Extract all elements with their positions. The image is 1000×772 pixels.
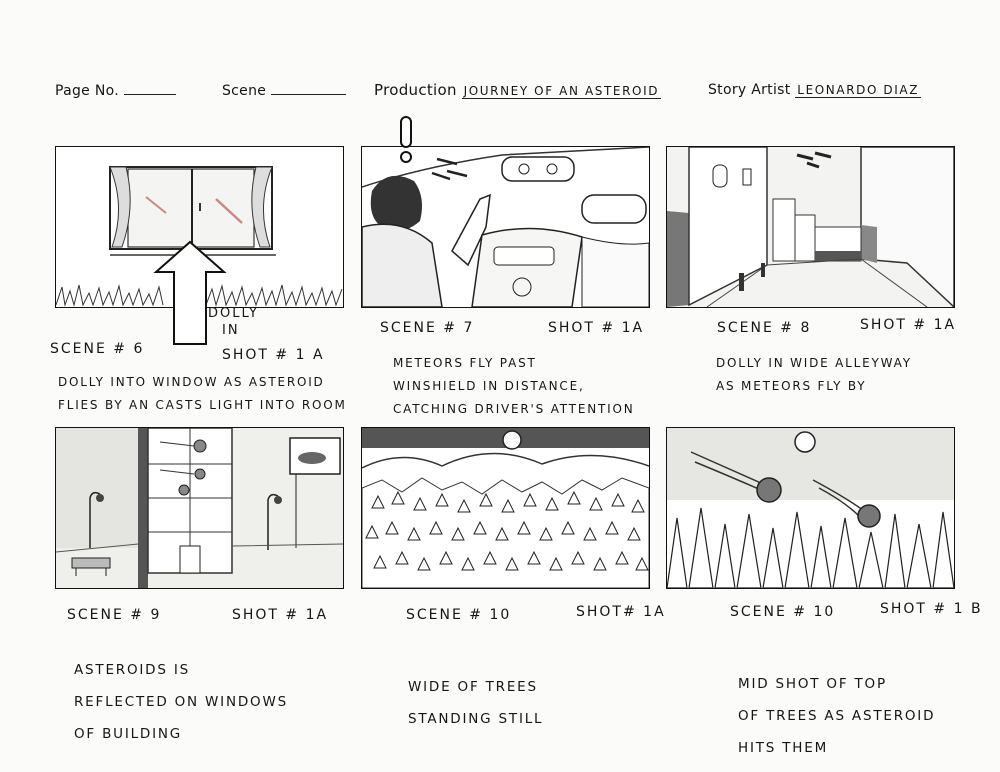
- description-line: as meteors fly by: [716, 379, 867, 393]
- scene-blank: [270, 82, 346, 95]
- story-artist-label: Story Artist: [708, 82, 791, 98]
- scene-label-10b: Scene # 10: [730, 604, 836, 620]
- car-interior-drawing: [362, 147, 649, 307]
- production-label: Production: [374, 81, 457, 99]
- forest-drawing: [362, 428, 649, 588]
- page-number-field: Page No.: [55, 82, 176, 99]
- window-drawing: [56, 166, 343, 307]
- scene-field: Scene: [222, 82, 346, 99]
- description-line: standing still: [408, 711, 544, 727]
- production-field: Production Journey of an Asteroid: [374, 81, 662, 99]
- scene-label-7: Scene # 7: [380, 320, 475, 336]
- description-line: of building: [74, 726, 183, 742]
- story-artist-field: Story Artist Leonardo Diaz: [708, 82, 922, 98]
- scene-label-10a: Scene # 10: [406, 607, 512, 623]
- story-artist-name: Leonardo Diaz: [795, 83, 922, 98]
- description-scene-8: Dolly in wide alleyway as meteors fly by: [716, 352, 912, 398]
- page-number-blank: [123, 82, 176, 95]
- shot-label-10b: Shot # 1 B: [880, 601, 983, 617]
- dolly-note-line: Dolly: [208, 306, 259, 321]
- shot-label-9: Shot # 1A: [232, 607, 329, 623]
- in-note-line: in: [222, 323, 240, 338]
- description-scene-6: Dolly into window as asteroid flies by a…: [58, 371, 347, 417]
- production-title: Journey of an Asteroid: [461, 84, 662, 99]
- storyboard-frame-scene-10-1b: [666, 427, 955, 589]
- scene-label-6: Scene # 6: [50, 341, 145, 357]
- shot-label-8: Shot # 1A: [860, 317, 957, 333]
- storyboard-frame-scene-8: [666, 146, 955, 308]
- description-line: Dolly into window as asteroid: [58, 375, 325, 389]
- building-drawing: [56, 428, 343, 588]
- scene-label-8: Scene # 8: [717, 320, 812, 336]
- description-line: Meteors fly past: [393, 356, 537, 370]
- description-line: hits them: [738, 740, 829, 756]
- description-scene-10a: Wide of trees standing still: [408, 671, 543, 735]
- description-line: Wide of trees: [408, 679, 538, 695]
- exclamation-icon: [400, 116, 412, 163]
- storyboard-frame-scene-10-1a: [361, 427, 650, 589]
- description-line: flies by an casts light into room: [58, 398, 347, 412]
- description-scene-10b: Mid shot of top of trees as asteroid hit…: [738, 668, 935, 764]
- description-line: of trees as asteroid: [738, 708, 936, 724]
- storyboard-frame-scene-7: [361, 146, 650, 308]
- dolly-arrow-icon: [153, 240, 227, 345]
- description-line: Dolly in wide alleyway: [716, 356, 912, 370]
- alleyway-drawing: [667, 147, 954, 307]
- dolly-in-note: Dolly in: [208, 305, 259, 339]
- description-line: Asteroids is: [74, 662, 190, 678]
- storyboard-frame-scene-6: [55, 146, 344, 308]
- shot-label-10a: Shot# 1A: [576, 604, 666, 620]
- scene-label-9: Scene # 9: [67, 607, 162, 623]
- description-line: reflected on windows: [74, 694, 288, 710]
- description-line: Mid shot of top: [738, 676, 887, 692]
- description-line: catching driver's attention: [393, 402, 635, 416]
- storyboard-frame-scene-9: [55, 427, 344, 589]
- shot-label-7: Shot # 1A: [548, 320, 645, 336]
- description-scene-9: Asteroids is reflected on windows of bui…: [74, 654, 288, 750]
- description-line: winshield in distance,: [393, 379, 585, 393]
- asteroid-impact-drawing: [667, 428, 954, 588]
- description-scene-7: Meteors fly past winshield in distance, …: [393, 352, 634, 421]
- page-number-label: Page No.: [55, 83, 119, 99]
- shot-label-6: Shot # 1 A: [222, 347, 325, 363]
- scene-label: Scene: [222, 83, 267, 99]
